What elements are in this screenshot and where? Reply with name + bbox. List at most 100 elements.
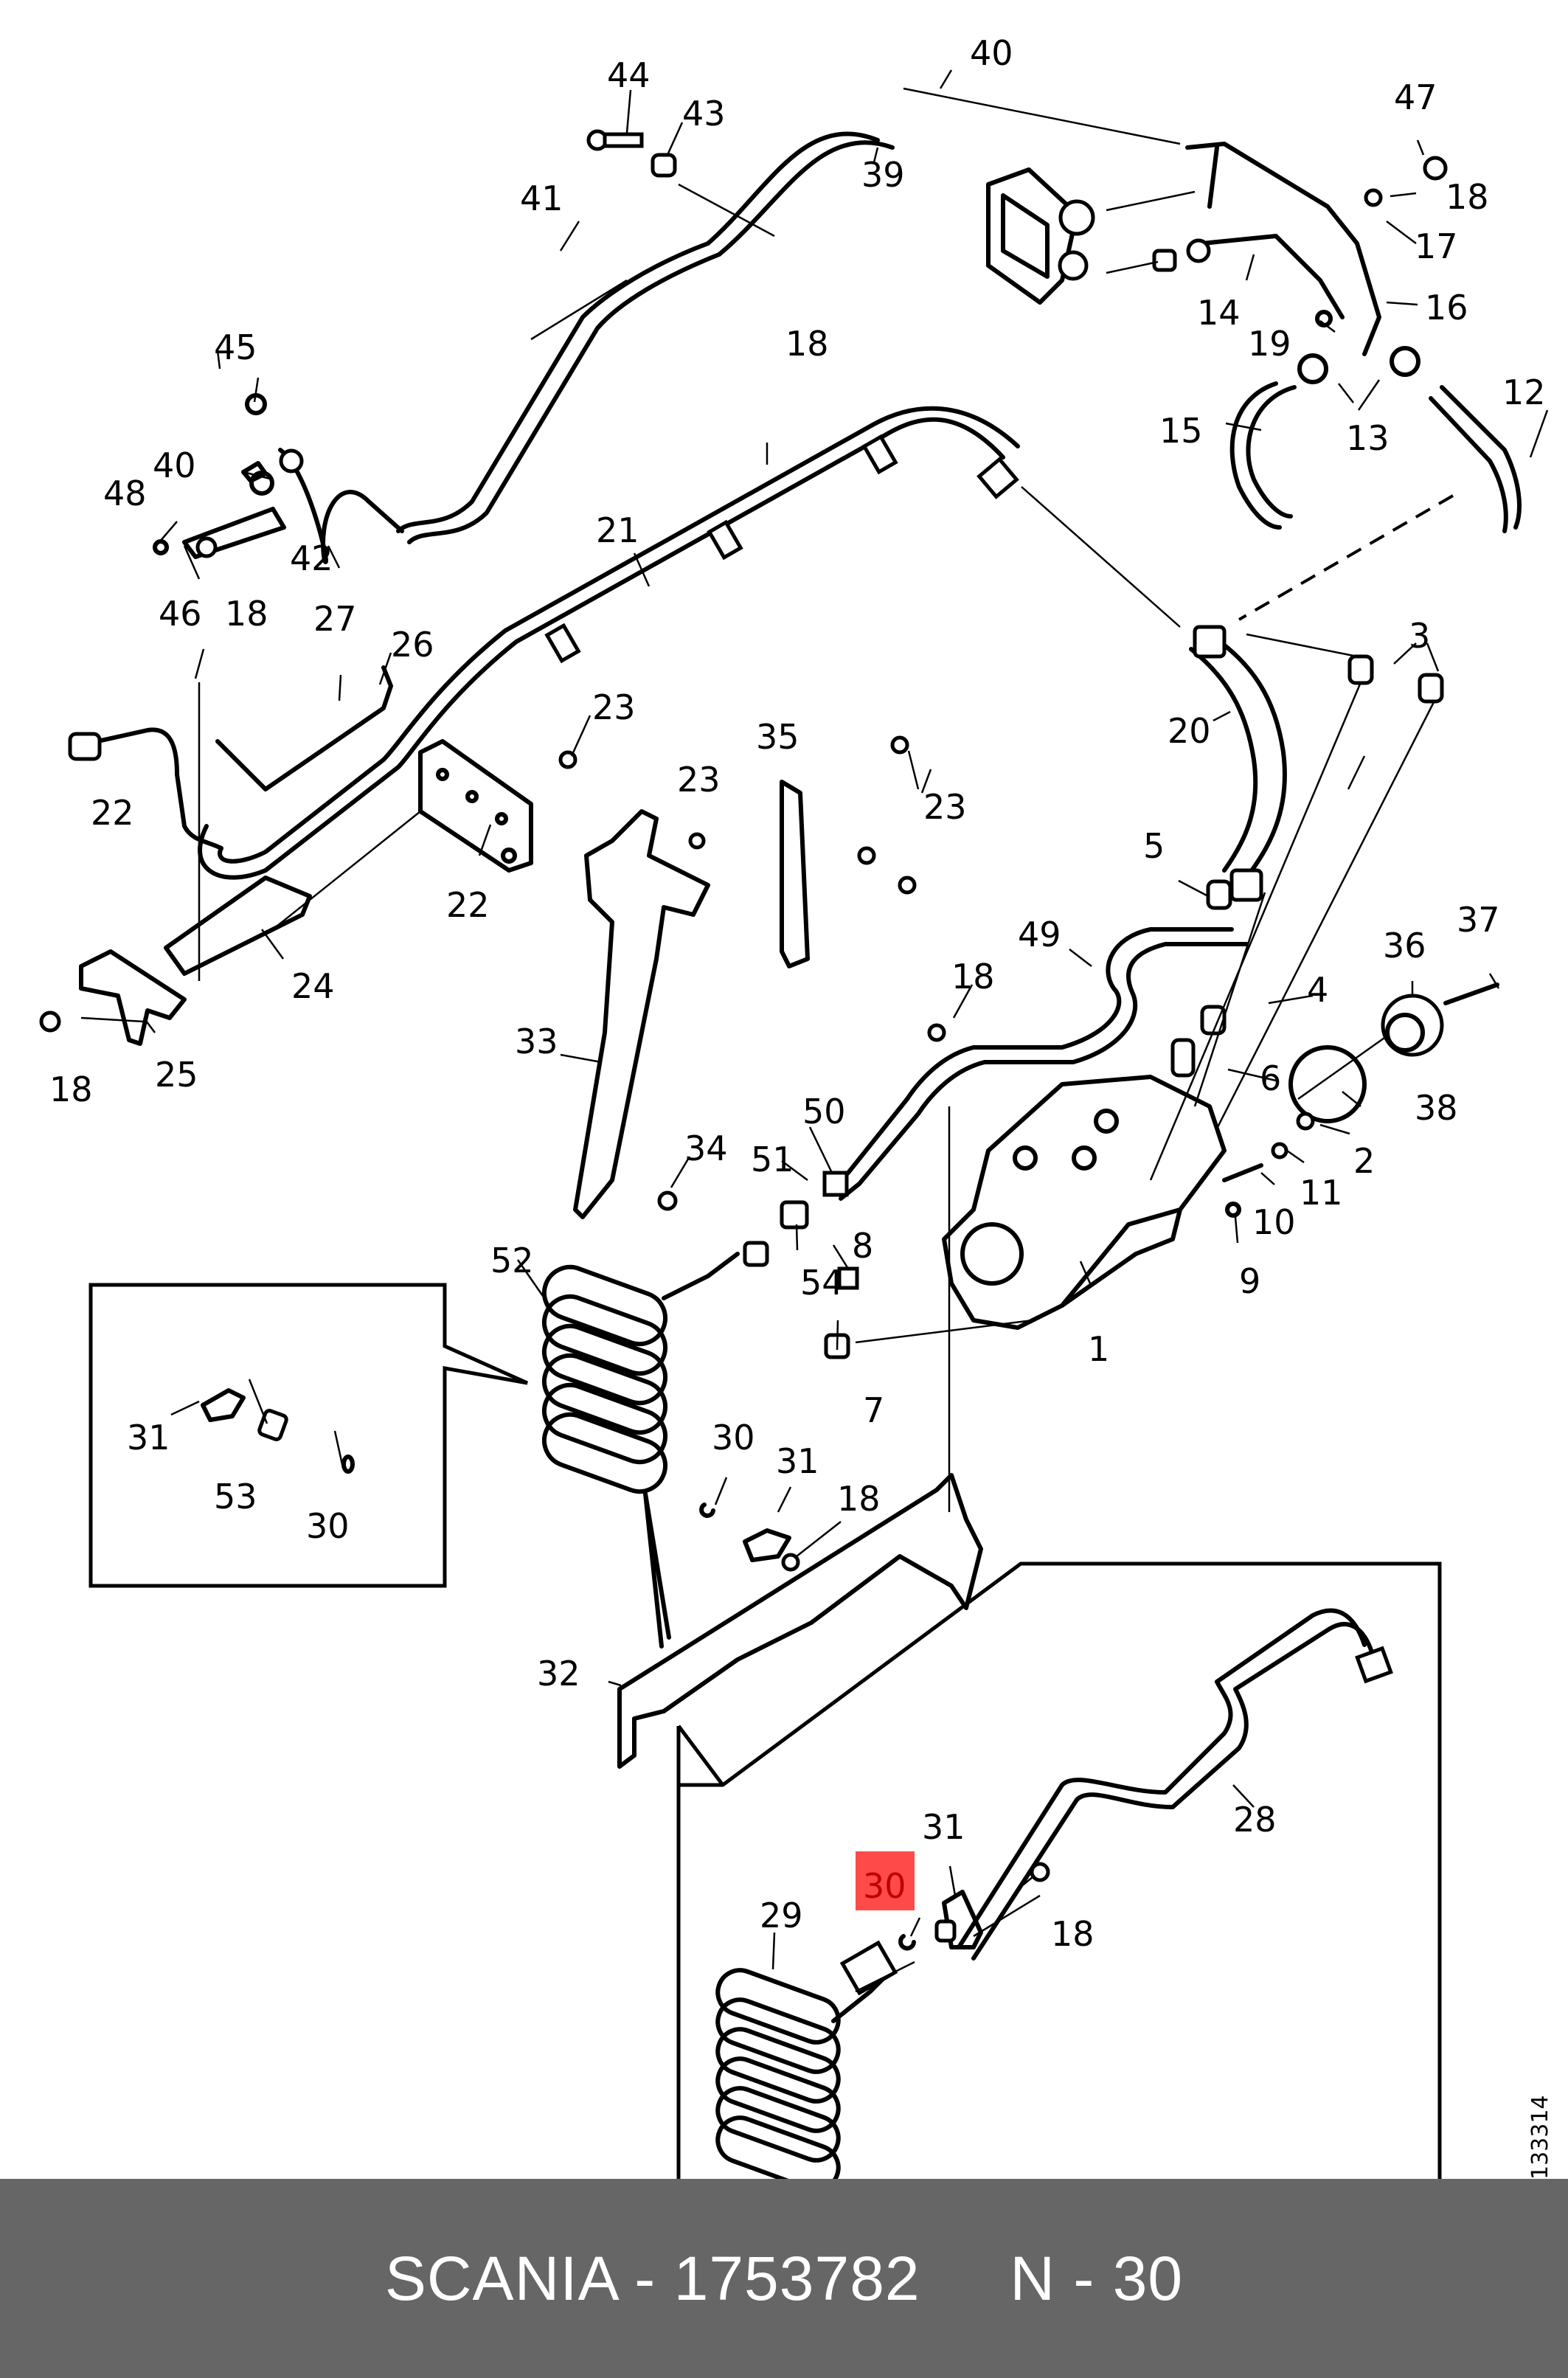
highlight-box	[856, 1851, 915, 1910]
callout-29: 29	[760, 1896, 803, 1935]
seal-19	[1315, 310, 1333, 327]
bracket-25	[79, 949, 187, 1046]
part-number: 1753782	[673, 2243, 920, 2313]
bracket-22-plate	[418, 739, 533, 873]
clamp-13	[1297, 346, 1420, 384]
hose-22-left	[68, 727, 223, 850]
part-info-banner: SCANIA - 1753782 N - 30	[0, 2179, 1568, 2378]
callout-7: 7	[863, 1390, 884, 1430]
callout-25: 25	[155, 1055, 198, 1095]
callout-12: 12	[1502, 372, 1546, 412]
callout-18: 18	[225, 594, 268, 634]
part-info-text: SCANIA - 1753782 N - 30	[385, 2243, 1183, 2315]
bolt-34	[657, 1190, 678, 1211]
callout-19: 19	[1248, 324, 1291, 364]
bolt-18-top	[1364, 188, 1383, 207]
inset-box-left	[89, 1283, 529, 1588]
inset-box-bottom	[676, 1561, 1442, 2179]
nipple-5	[1206, 879, 1232, 910]
callout-51: 51	[751, 1140, 794, 1179]
callout-39: 39	[861, 155, 905, 195]
callout-5: 5	[1143, 826, 1165, 866]
dashed-connection	[1238, 494, 1454, 621]
hose-42	[278, 448, 404, 564]
callout-52: 52	[490, 1241, 534, 1280]
washer-9	[1225, 1202, 1241, 1218]
callout-2: 2	[1353, 1141, 1375, 1181]
bracket-33	[573, 809, 710, 1219]
bolt-18-inset	[1030, 1862, 1050, 1882]
thermostat-housing	[986, 167, 1095, 305]
bracket-35	[780, 780, 810, 968]
hose-20	[1189, 625, 1287, 902]
seal-48	[153, 539, 169, 555]
gear-36	[1381, 994, 1444, 1057]
callout-16: 16	[1425, 288, 1468, 327]
spacer-43	[651, 153, 677, 178]
bolts-23	[558, 735, 917, 895]
position-prefix: N	[1010, 2243, 1056, 2313]
bracket-26	[215, 665, 393, 791]
callout-10: 10	[1252, 1202, 1296, 1242]
callout-30: 30	[306, 1506, 350, 1546]
callout-40: 40	[153, 446, 196, 485]
callout-1: 1	[1088, 1329, 1109, 1369]
callout-53: 53	[214, 1477, 257, 1516]
callout-26: 26	[391, 625, 434, 665]
pipe-21	[198, 406, 1020, 880]
callout-54: 54	[800, 1263, 844, 1303]
callout-22: 22	[91, 793, 134, 833]
bracket-24	[164, 876, 312, 976]
hose-12	[1429, 385, 1522, 533]
clamp-40	[241, 461, 274, 496]
callout-33: 33	[515, 1022, 558, 1061]
callout-13: 13	[1346, 418, 1390, 458]
flange-31-mid	[743, 1528, 791, 1562]
nut-51	[822, 1171, 849, 1197]
fitting-6	[1170, 1038, 1196, 1078]
pipe-16	[1185, 142, 1381, 356]
callout-30-highlighted[interactable]: 30	[863, 1866, 906, 1906]
callout-8: 8	[852, 1226, 873, 1266]
callout-47: 47	[1394, 77, 1437, 117]
parts-diagram: 44 43 41 39 40 47 18 17 14 16 19 45 18 1…	[39, 33, 1553, 2179]
callout-18: 18	[951, 957, 995, 996]
callout-31: 31	[922, 1807, 965, 1847]
bolt-18-mid	[927, 1023, 946, 1042]
o-ring-30-mid	[699, 1502, 715, 1518]
flange-31-inset	[934, 1890, 983, 1949]
air-compressor-1	[942, 1075, 1227, 1330]
callout-15: 15	[1159, 411, 1203, 451]
sleeve-50	[743, 1241, 769, 1267]
callout-40: 40	[970, 33, 1013, 73]
callout-35: 35	[756, 717, 799, 757]
callout-34: 34	[684, 1129, 728, 1168]
callout-18: 18	[785, 324, 829, 364]
spacer	[920, 2244, 1010, 2313]
callout-23: 23	[923, 787, 967, 827]
callout-37: 37	[1457, 900, 1500, 940]
separator: -	[1055, 2243, 1113, 2313]
callout-41: 41	[520, 178, 563, 218]
callout-49: 49	[1018, 915, 1061, 954]
callout-14: 14	[1197, 293, 1241, 333]
clip-45	[245, 393, 267, 415]
callout-27: 27	[313, 599, 357, 639]
callout-30: 30	[712, 1418, 755, 1457]
brand-name: SCANIA	[384, 2243, 617, 2313]
callout-11: 11	[1300, 1173, 1343, 1213]
bolt-18-lower	[781, 1553, 800, 1572]
callout-43: 43	[682, 94, 726, 134]
callout-50: 50	[802, 1092, 846, 1131]
callout-32: 32	[537, 1654, 580, 1694]
bolt-44	[586, 129, 644, 151]
nipples-3	[1347, 654, 1444, 704]
callout-20: 20	[1168, 711, 1211, 751]
callout-labels: 44 43 41 39 40 47 18 17 14 16 19 45 18 1…	[49, 33, 1546, 1954]
callout-38: 38	[1415, 1088, 1458, 1128]
drawing-number: 133314	[1527, 2095, 1553, 2179]
bracket-32	[617, 1473, 983, 1769]
callout-24: 24	[291, 966, 335, 1006]
pipe-49	[828, 927, 1249, 1201]
o-ring-38	[1288, 1045, 1367, 1123]
